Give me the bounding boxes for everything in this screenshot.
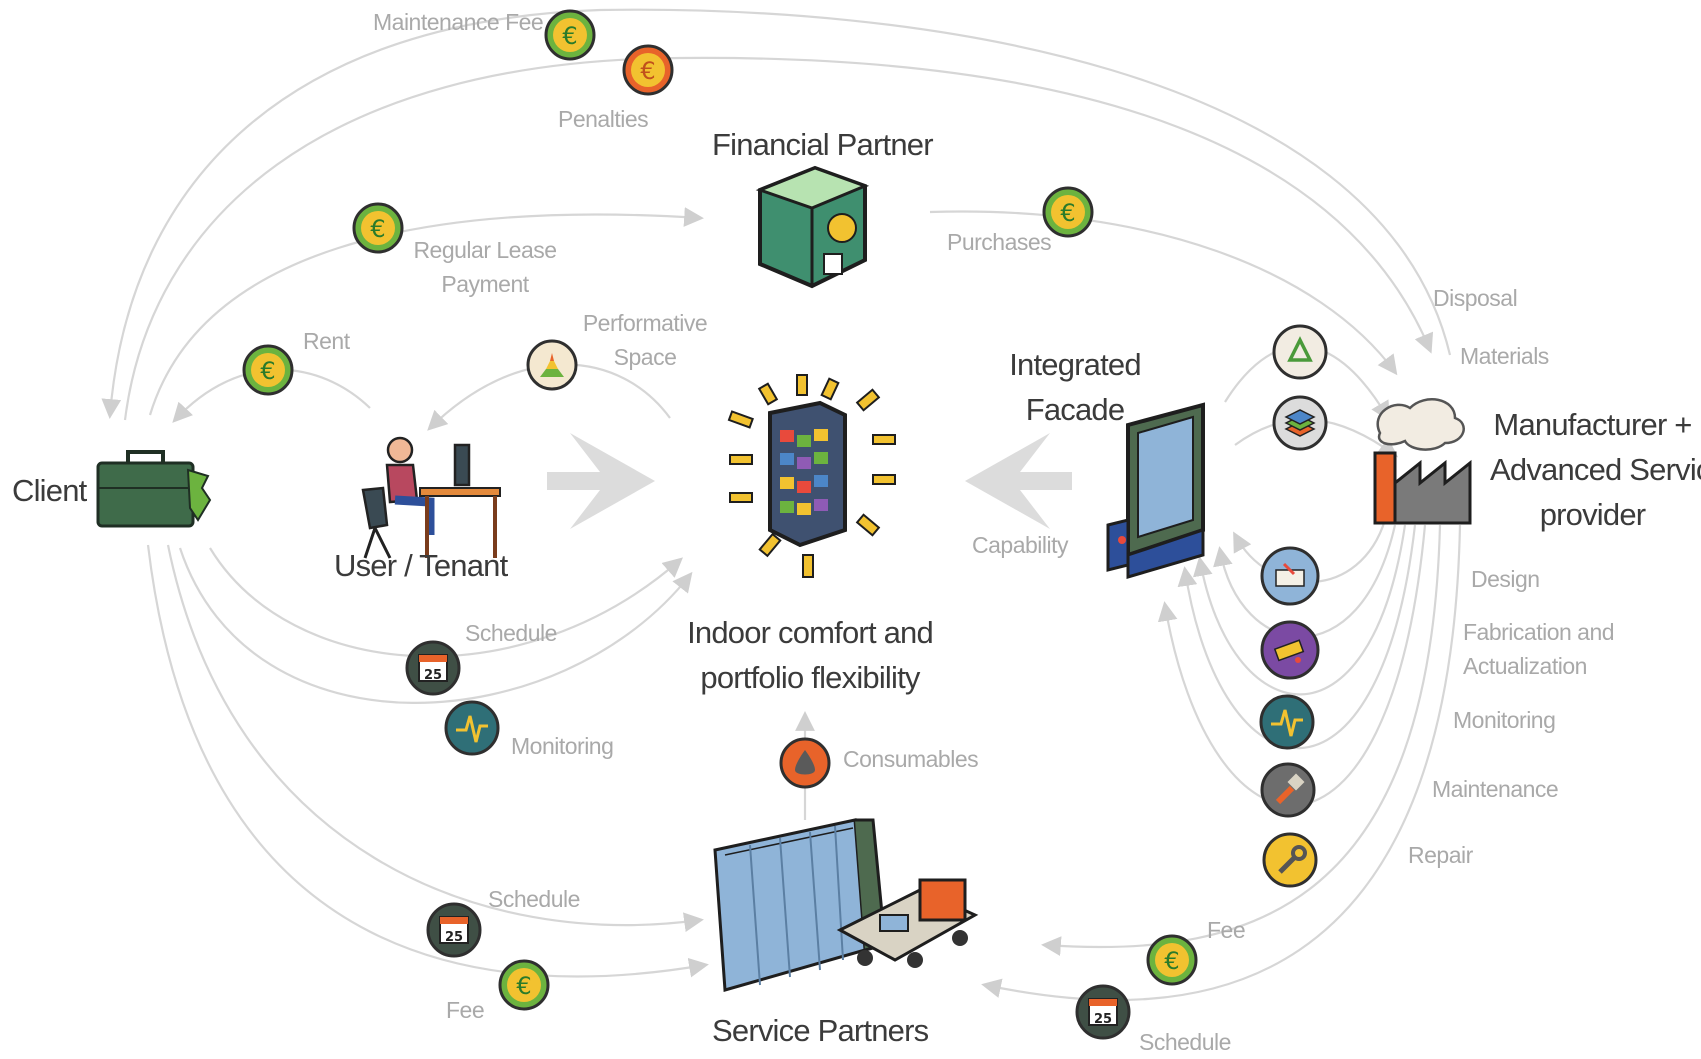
paintbrush-icon — [1260, 762, 1316, 818]
euro-coin-icon: € — [544, 9, 596, 61]
svg-text:€: € — [260, 357, 275, 385]
service-partners-title: Service Partners — [712, 1013, 929, 1048]
regular-lease-label-line2: Payment — [441, 271, 529, 297]
performative-space-label-line1: Performative — [582, 310, 708, 336]
fee-mfr-label: Fee — [1207, 917, 1246, 943]
flow-arrow-facade-to-center — [965, 433, 1072, 529]
recycle-icon — [1272, 324, 1328, 380]
fabrication-icon — [1260, 620, 1320, 680]
integrated-facade-title-line2: Facade — [1025, 392, 1125, 427]
euro-coin-icon: € — [498, 959, 550, 1011]
materials-label: Materials — [1460, 343, 1549, 369]
purchases-label: Purchases — [947, 229, 1052, 255]
financial-partner-title: Financial Partner — [712, 127, 934, 162]
flow-arrow-user-to-center — [547, 433, 655, 529]
repair-label: Repair — [1408, 842, 1473, 868]
euro-coin-icon: € — [1146, 934, 1198, 986]
heartbeat-monitor-icon — [444, 700, 500, 756]
fabrication-label-line1: Fabrication and — [1463, 619, 1615, 645]
center-title: Indoor comfort and portfolio flexibility — [685, 610, 935, 700]
regular-lease-label: Regular Lease Payment — [405, 233, 565, 301]
center-title-line1: Indoor comfort and — [687, 615, 934, 650]
manufacturer-title-line3: provider — [1539, 497, 1646, 532]
factory-icon — [1373, 398, 1472, 525]
schedule-user-label: Schedule — [465, 620, 557, 646]
facade-panel-icon — [1106, 402, 1205, 580]
consumables-label: Consumables — [843, 746, 979, 772]
integrated-facade-title: Integrated Facade — [1000, 342, 1150, 432]
integrated-facade-title-line1: Integrated — [1009, 347, 1141, 382]
manufacturer-title: Manufacturer + Advanced Service provider — [1490, 402, 1701, 537]
monitoring-mfr-label: Monitoring — [1453, 707, 1556, 733]
euro-coin-icon: € — [1042, 186, 1094, 238]
svg-text:25: 25 — [1094, 1012, 1112, 1027]
svg-text:25: 25 — [424, 668, 442, 683]
layers-icon — [1272, 395, 1328, 451]
client-title: Client — [12, 473, 87, 508]
calendar-icon: 25 — [1075, 984, 1131, 1040]
heartbeat-monitor-icon — [1259, 694, 1315, 750]
service-truck-icon — [713, 818, 979, 992]
performative-space-label: Performative Space — [570, 306, 720, 374]
fee-client-label: Fee — [446, 997, 485, 1023]
regular-lease-label-line1: Regular Lease — [413, 237, 557, 263]
design-icon — [1260, 546, 1320, 606]
manufacturer-title-line2: Advanced Service — [1490, 452, 1701, 487]
user-tenant-title: User / Tenant — [334, 548, 508, 583]
disposal-label: Disposal — [1433, 285, 1518, 311]
maintenance-fee-label: Maintenance Fee — [373, 9, 544, 35]
fabrication-label-line2: Actualization — [1463, 653, 1587, 679]
user-at-desk-icon — [361, 436, 501, 559]
euro-coin-icon: € — [622, 44, 674, 96]
euro-coin-icon: € — [352, 202, 404, 254]
calendar-icon: 25 — [426, 902, 482, 958]
safe-icon — [755, 165, 870, 289]
svg-text:€: € — [1164, 947, 1179, 975]
performative-space-label-line2: Space — [613, 344, 677, 370]
maintenance-label: Maintenance — [1432, 776, 1559, 802]
rent-label: Rent — [303, 328, 350, 354]
svg-text:€: € — [370, 215, 385, 243]
svg-text:25: 25 — [445, 930, 463, 945]
svg-text:€: € — [1060, 199, 1075, 227]
wrench-icon — [1262, 832, 1318, 888]
svg-text:€: € — [640, 57, 655, 85]
drop-icon — [779, 737, 831, 789]
schedule-mfr-label: Schedule — [1139, 1029, 1231, 1055]
building-burst-icon — [727, 374, 896, 578]
svg-text:€: € — [516, 972, 531, 1000]
capability-label: Capability — [972, 532, 1069, 558]
penalties-label: Penalties — [558, 106, 649, 132]
fabrication-label: Fabrication and Actualization — [1463, 615, 1615, 683]
monitoring-user-label: Monitoring — [511, 733, 614, 759]
manufacturer-title-line1: Manufacturer + — [1493, 407, 1692, 442]
euro-coin-icon: € — [242, 344, 294, 396]
svg-text:€: € — [562, 22, 577, 50]
design-label: Design — [1471, 566, 1540, 592]
pyramid-icon — [526, 339, 578, 391]
briefcase-icon — [96, 450, 212, 528]
center-title-line2: portfolio flexibility — [700, 660, 920, 695]
schedule-client-label: Schedule — [488, 886, 580, 912]
calendar-icon: 25 — [405, 640, 461, 696]
